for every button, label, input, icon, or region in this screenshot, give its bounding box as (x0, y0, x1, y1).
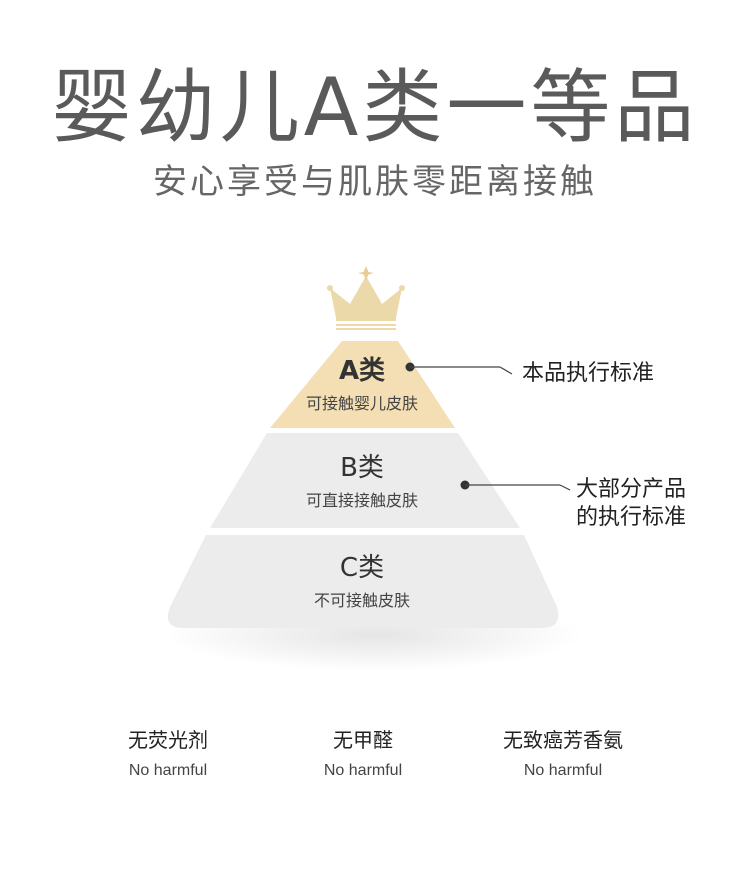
page-subtitle: 安心享受与肌肤零距离接触 (153, 162, 597, 202)
callout-b-line-2: 的执行标准 (576, 505, 687, 530)
feature-1: 无荧光剂 No harmful (68, 726, 268, 782)
feature-2-title: 无甲醛 (333, 728, 393, 752)
feature-1-title: 无荧光剂 (128, 728, 208, 752)
crown-icon (327, 266, 405, 330)
tier-c-name: C类 (339, 553, 385, 583)
callout-a-line-1: 本品执行标准 (522, 361, 655, 386)
tier-b-desc: 可直接接触皮肤 (305, 491, 418, 510)
tier-c-desc: 不可接触皮肤 (313, 591, 410, 610)
callout-a-text: 本品执行标准 (522, 360, 654, 388)
feature-2-subtitle: No harmful (323, 762, 403, 779)
feature-3-title: 无致癌芳香氨 (503, 728, 623, 752)
feature-2: 无甲醛 No harmful (263, 726, 463, 782)
callout-line-a (405, 362, 513, 375)
feature-3: 无致癌芳香氨 No harmful (463, 726, 663, 782)
tier-a-label: A类 可接触婴儿皮肤 (212, 355, 512, 415)
feature-3-subtitle: No harmful (523, 762, 603, 779)
tier-a-name: A类 (338, 356, 386, 386)
tier-c-shape (167, 535, 559, 628)
tier-a-desc: 可接触婴儿皮肤 (305, 394, 418, 413)
page-title: 婴幼儿A类一等品 (51, 61, 699, 154)
tier-b-label: B类 可直接接触皮肤 (212, 452, 512, 512)
callout-b-line-1: 大部分产品 (576, 477, 687, 502)
callout-line-b (460, 480, 571, 491)
callout-b-text: 大部分产品 的执行标准 (576, 476, 686, 532)
tier-b-name: B类 (340, 453, 384, 483)
feature-1-subtitle: No harmful (128, 762, 208, 779)
tier-b-shape (210, 433, 520, 528)
tier-c-label: C类 不可接触皮肤 (212, 552, 512, 612)
